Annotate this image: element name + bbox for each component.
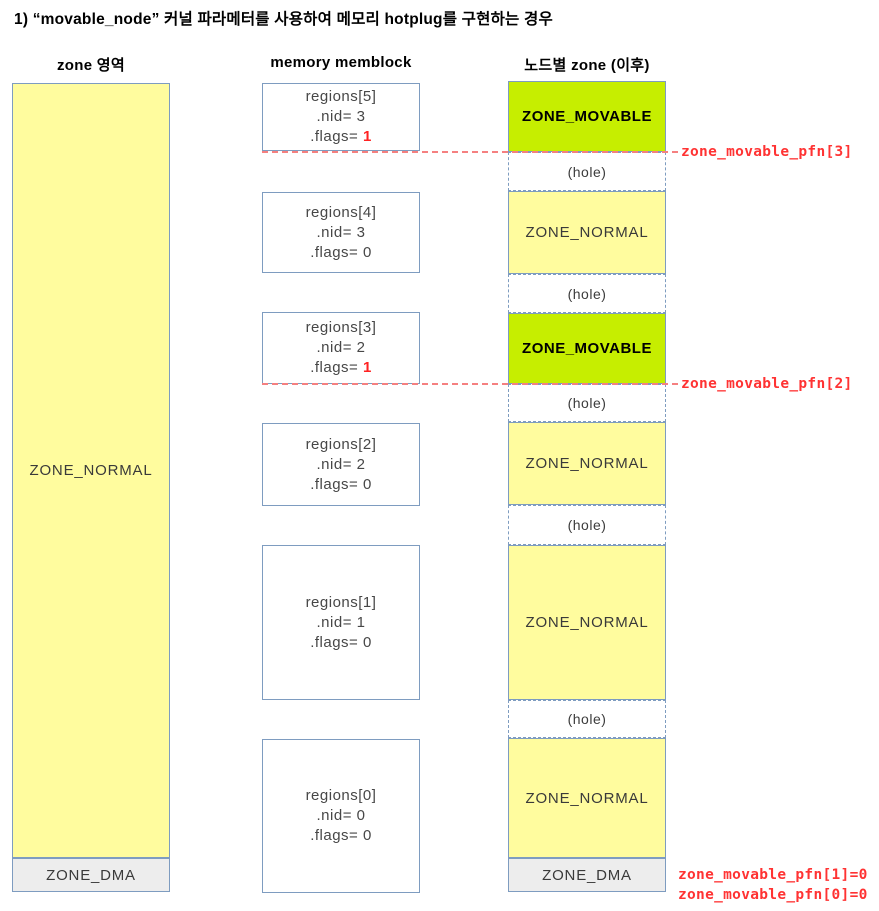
zone-dma-label: ZONE_DMA <box>46 866 136 884</box>
node-zone-normal-0: ZONE_NORMAL <box>508 738 666 858</box>
zone-normal-box: ZONE_NORMAL <box>12 83 170 858</box>
diagram-title: 1) “movable_node” 커널 파라메터를 사용하여 메모리 hotp… <box>14 11 553 28</box>
pfn0-label: zone_movable_pfn[0]=0 <box>678 887 868 903</box>
region-flags: .flags= 1 <box>310 128 372 145</box>
region-nid: .nid= 0 <box>316 807 366 824</box>
memblock-region-1: regions[1] .nid= 1 .flags= 0 <box>262 545 420 700</box>
hole-label: (hole) <box>567 395 607 411</box>
node-zone-hole-4: (hole) <box>508 505 666 545</box>
region-name: regions[3] <box>305 319 377 336</box>
region-name: regions[5] <box>305 88 377 105</box>
node-zone-movable-3: ZONE_MOVABLE <box>508 81 666 152</box>
node-zone-movable-2: ZONE_MOVABLE <box>508 313 666 384</box>
region-nid: .nid= 1 <box>316 613 366 631</box>
memblock-region-2: regions[2] .nid= 2 .flags= 0 <box>262 423 420 506</box>
pfn3-connector-line <box>262 150 678 153</box>
zone-dma-label: ZONE_DMA <box>542 866 632 884</box>
memblock-region-4: regions[4] .nid= 3 .flags= 0 <box>262 192 420 273</box>
node-zone-column-header: 노드별 zone (이후) <box>524 57 650 74</box>
node-zone-normal-1: ZONE_NORMAL <box>508 545 666 700</box>
region-name: regions[4] <box>305 203 377 221</box>
zone-normal-label: ZONE_NORMAL <box>29 462 153 479</box>
node-zone-hole-1: (hole) <box>508 152 666 191</box>
region-nid: .nid= 3 <box>316 108 366 125</box>
hole-label: (hole) <box>567 711 607 727</box>
memblock-region-5: regions[5] .nid= 3 .flags= 1 <box>262 83 420 151</box>
node-zone-normal-3: ZONE_NORMAL <box>508 191 666 274</box>
hole-label: (hole) <box>567 163 607 180</box>
memblock-region-0: regions[0] .nid= 0 .flags= 0 <box>262 739 420 893</box>
zone-normal-label: ZONE_NORMAL <box>525 224 649 241</box>
region-flags: .flags= 0 <box>310 827 372 844</box>
hole-label: (hole) <box>567 517 607 533</box>
zone-movable-label: ZONE_MOVABLE <box>522 108 652 125</box>
zone-normal-label: ZONE_NORMAL <box>525 789 649 807</box>
pfn2-connector-line <box>262 382 678 385</box>
region-nid: .nid= 2 <box>316 339 366 356</box>
region-name: regions[1] <box>305 593 377 611</box>
zone-normal-label: ZONE_NORMAL <box>525 614 649 631</box>
node-zone-hole-5: (hole) <box>508 700 666 738</box>
region-name: regions[2] <box>305 435 377 453</box>
node-zone-normal-2: ZONE_NORMAL <box>508 422 666 505</box>
region-flags: .flags= 0 <box>310 475 372 493</box>
region-flags-value: 0 <box>362 475 372 493</box>
region-flags-value: 1 <box>362 359 372 376</box>
memblock-column-header: memory memblock <box>270 54 412 71</box>
zone-column-header: zone 영역 <box>56 57 126 74</box>
pfn3-label: zone_movable_pfn[3] <box>681 144 853 160</box>
region-flags: .flags= 1 <box>310 359 372 376</box>
region-flags: .flags= 0 <box>310 633 372 651</box>
zone-dma-box: ZONE_DMA <box>12 858 170 892</box>
region-flags-value: 0 <box>362 243 372 261</box>
pfn2-label: zone_movable_pfn[2] <box>681 376 853 392</box>
node-zone-hole-2: (hole) <box>508 274 666 313</box>
region-flags-value: 0 <box>362 827 372 844</box>
node-zone-dma: ZONE_DMA <box>508 858 666 892</box>
region-flags: .flags= 0 <box>310 243 372 261</box>
hole-label: (hole) <box>567 285 607 302</box>
region-nid: .nid= 3 <box>316 223 366 241</box>
zone-movable-label: ZONE_MOVABLE <box>522 340 652 357</box>
region-flags-value: 0 <box>362 633 372 651</box>
pfn1-label: zone_movable_pfn[1]=0 <box>678 867 868 883</box>
node-zone-hole-3: (hole) <box>508 384 666 422</box>
memblock-region-3: regions[3] .nid= 2 .flags= 1 <box>262 312 420 384</box>
region-nid: .nid= 2 <box>316 455 366 473</box>
region-flags-value: 1 <box>362 128 372 145</box>
zone-normal-label: ZONE_NORMAL <box>525 455 649 472</box>
region-name: regions[0] <box>305 787 377 804</box>
